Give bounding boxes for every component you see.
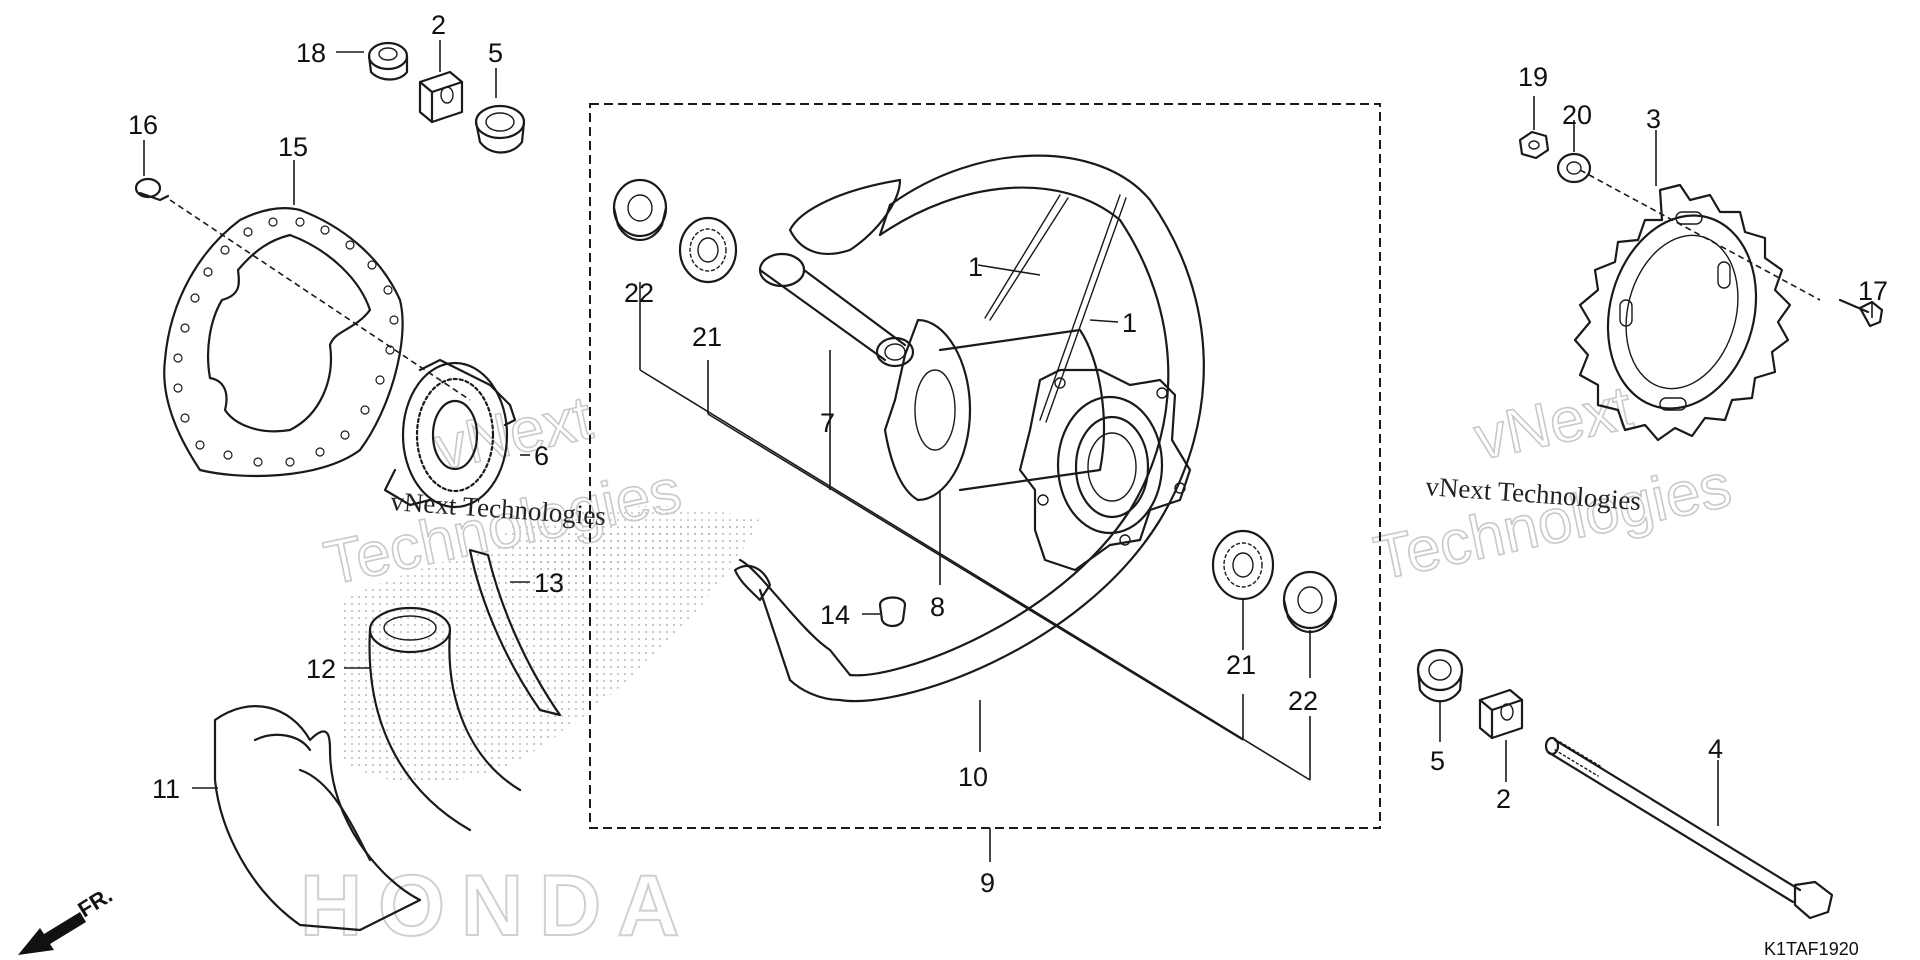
callout-21-left: 21 [692, 322, 722, 352]
callout-15: 15 [278, 132, 308, 162]
part-11-tire [213, 705, 422, 932]
callout-5-top: 5 [488, 38, 503, 68]
callout-21-right: 21 [1226, 650, 1256, 680]
part-8-hub [883, 318, 1105, 502]
part-12-inner-tube [368, 606, 522, 832]
watermark-right-word: Technologies [1369, 451, 1737, 594]
callout-6: 6 [534, 441, 549, 471]
part-2-adjuster-top [418, 70, 464, 124]
callout-22-right: 22 [1288, 686, 1318, 716]
part-10-rim [733, 154, 1205, 703]
part-22-seal-left [612, 178, 668, 241]
callout-20: 20 [1562, 100, 1592, 130]
callout-14: 14 [820, 600, 850, 630]
part-14-valve-cap [878, 596, 907, 628]
callout-3: 3 [1646, 104, 1661, 134]
wheel-assembly-frame [589, 103, 1381, 829]
front-direction-indicator: FR. [18, 882, 117, 955]
part-5-collar-right [1416, 648, 1464, 703]
callout-4: 4 [1708, 734, 1723, 764]
part-13-rim-band [468, 548, 562, 717]
part-18-nut [367, 41, 409, 81]
part-5-collar-top [474, 104, 526, 154]
part-15-brake-disc [163, 206, 404, 478]
callout-10: 10 [958, 762, 988, 792]
part-2-adjuster-right [1478, 688, 1524, 740]
callout-2-right: 2 [1496, 784, 1511, 814]
hub-flange [1018, 368, 1192, 572]
callout-5-right: 5 [1430, 746, 1445, 776]
front-arrow-icon [18, 912, 86, 955]
callout-18: 18 [296, 38, 326, 68]
brake-disc-holes [173, 217, 399, 467]
callout-labels: 18 2 5 16 15 6 13 12 11 22 21 7 1 1 8 14… [128, 10, 1888, 898]
part-7-spacer-tube [758, 252, 915, 368]
background-logo: HONDA [299, 506, 760, 955]
callout-16: 16 [128, 110, 158, 140]
callout-17: 17 [1858, 276, 1888, 306]
callout-13: 13 [534, 568, 564, 598]
background-logo-letters: HONDA [300, 858, 695, 954]
callout-1-lower: 1 [1122, 308, 1137, 338]
part-4-axle [1544, 736, 1834, 920]
part-20-washer [1556, 152, 1592, 184]
watermark-right-brand: vNext [1469, 373, 1638, 473]
callout-22-left: 22 [624, 278, 654, 308]
part-16-bolt [134, 177, 170, 202]
callout-1-upper: 1 [968, 252, 983, 282]
callout-12: 12 [306, 654, 336, 684]
part-1-spokes [984, 194, 1127, 423]
part-19-nut [1518, 130, 1550, 160]
callout-19: 19 [1518, 62, 1548, 92]
part-21-bearing-left [678, 216, 738, 284]
leader-lines [143, 40, 1873, 862]
part-6-pulser-ring [383, 358, 517, 509]
callout-8: 8 [930, 592, 945, 622]
figure-code: K1TAF1920 [1764, 939, 1859, 959]
part-22-seal-right [1282, 570, 1338, 633]
part-21-bearing-right [1211, 529, 1275, 601]
callout-7: 7 [820, 408, 835, 438]
callout-11: 11 [152, 774, 180, 804]
callout-2-top: 2 [431, 10, 446, 40]
callout-9: 9 [980, 868, 995, 898]
part-3-sprocket [1573, 183, 1792, 442]
part-17-bolt [1838, 298, 1884, 328]
